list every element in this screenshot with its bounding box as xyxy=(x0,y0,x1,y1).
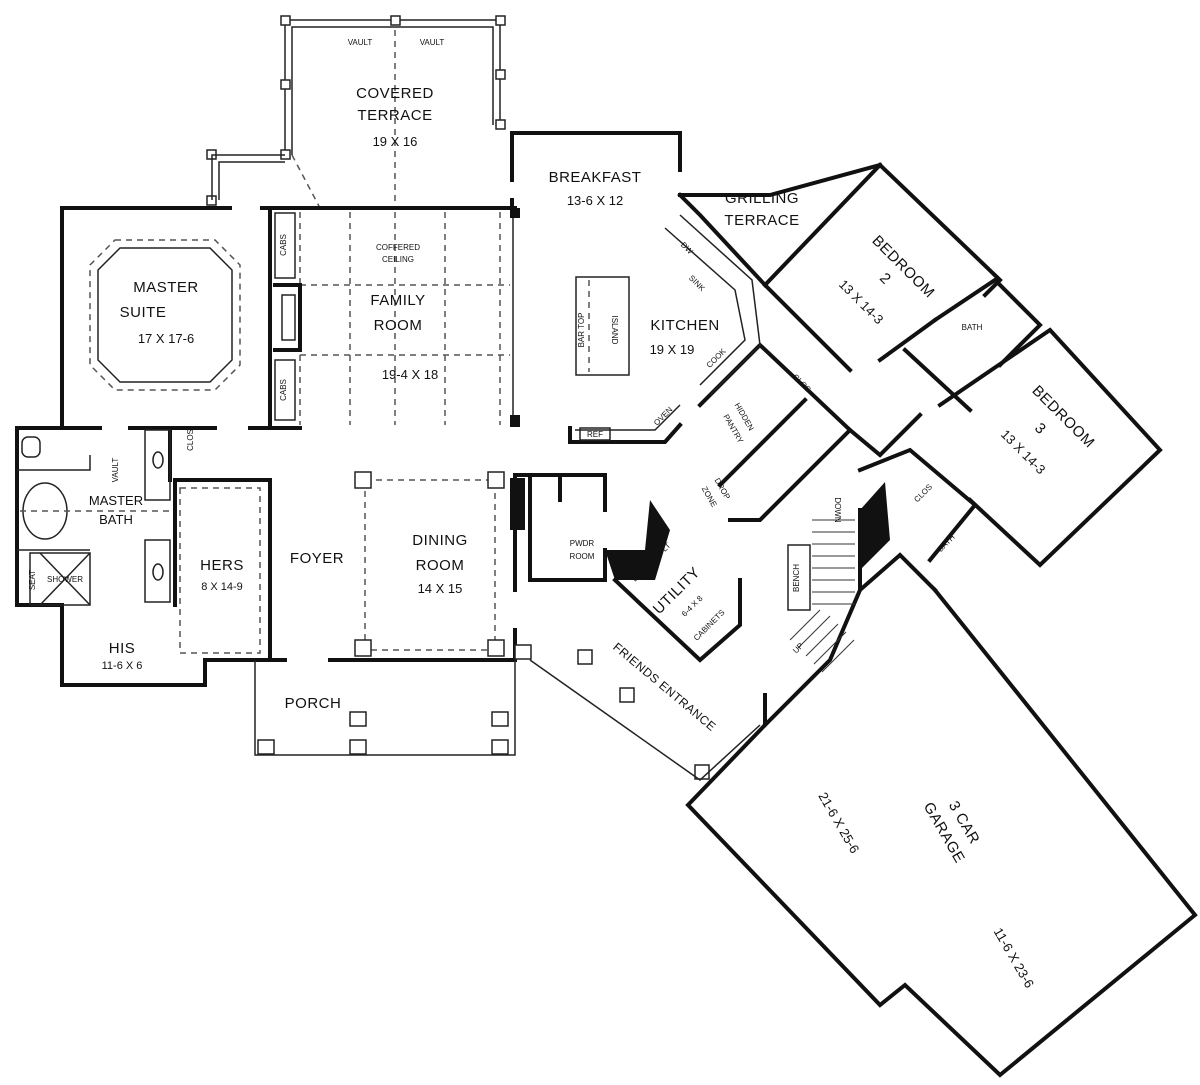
tray-ceiling xyxy=(89,239,241,391)
dining-room-label: DINING xyxy=(412,532,468,549)
utility-size: 6-4 X 8 xyxy=(680,594,705,619)
dining-room-size: 14 X 15 xyxy=(418,581,463,596)
dining-room-label: ROOM xyxy=(416,557,465,574)
his-size: 11-6 X 6 xyxy=(102,660,143,672)
bedroom3-label: BEDROOM xyxy=(1029,382,1098,451)
master-bath-label: MASTER xyxy=(89,493,143,508)
room-label: COVERED xyxy=(356,85,434,102)
bedroom2-label: 2 xyxy=(876,270,894,288)
porch-label: PORCH xyxy=(285,695,342,712)
hers-label: HERS xyxy=(200,557,244,574)
master-suite-size: 17 X 17-6 xyxy=(138,331,194,346)
vault-label: VAULT xyxy=(420,38,445,47)
room-size: 19 X 16 xyxy=(373,134,418,149)
master-bath-label: BATH xyxy=(99,512,133,527)
stairs: BENCH DOWN UP xyxy=(787,497,855,673)
vault-label: VAULT xyxy=(111,458,120,483)
cabs-label: CABS xyxy=(279,234,288,256)
bath-label: BATH xyxy=(962,323,983,332)
breakfast-size: 13-6 X 12 xyxy=(567,193,623,208)
ref-label: REF xyxy=(587,430,603,439)
seat-label: SEAT xyxy=(28,570,37,590)
vault-label: VAULT xyxy=(348,38,373,47)
oven-label: OVEN xyxy=(652,405,675,428)
closet-label: CLOS xyxy=(186,429,195,451)
powder-room-label: ROOM xyxy=(570,552,595,561)
bar-top-label: BAR TOP xyxy=(577,313,586,348)
friends-entrance-wall xyxy=(529,659,761,781)
coffered-ceiling: CABS CABS xyxy=(273,212,510,425)
stairs-down-label: DOWN xyxy=(833,497,842,523)
bedroom3-label: 3 xyxy=(1031,420,1049,438)
garage-size: 21-6 X 25-6 xyxy=(815,790,862,856)
sink-label: SINK xyxy=(687,273,707,293)
garage-size: 11-6 X 23-6 xyxy=(991,925,1037,990)
closet-label: CLOS xyxy=(791,372,813,394)
closet-label: CLOS xyxy=(912,482,934,504)
hers-size: 8 X 14-9 xyxy=(201,581,243,593)
dryer-label: D xyxy=(630,573,641,584)
bath-label: BATH xyxy=(936,533,957,554)
drop-zone-label: ZONE xyxy=(700,485,719,509)
shower-label: SHOWER xyxy=(47,575,83,584)
tray-ceiling xyxy=(97,247,233,383)
master-suite-label: SUITE xyxy=(120,304,167,321)
family-room-label: ROOM xyxy=(374,317,423,334)
his-label: HIS xyxy=(109,640,136,657)
friends-entrance-label: FRIENDS ENTRANCE xyxy=(610,640,719,734)
family-room-size: 19-4 X 18 xyxy=(382,367,438,382)
bedroom2-label: BEDROOM xyxy=(869,232,938,301)
ceiling-label: COFFERED xyxy=(376,243,420,252)
foyer-label: FOYER xyxy=(290,550,344,567)
family-room-label: FAMILY xyxy=(370,292,425,309)
kitchen-size: 19 X 19 xyxy=(650,342,695,357)
grilling-terrace-label: GRILLING xyxy=(725,190,799,207)
kitchen-label: KITCHEN xyxy=(650,317,719,334)
grilling-terrace-label: TERRACE xyxy=(724,212,799,229)
cook-label: COOK xyxy=(705,346,728,369)
utility-label: UTILITY xyxy=(650,564,704,618)
island-label: ISLAND xyxy=(610,316,619,345)
bench-label: BENCH xyxy=(792,564,801,592)
walls xyxy=(15,131,1198,1078)
cabs-label: CABS xyxy=(279,379,288,401)
room-label: TERRACE xyxy=(357,107,432,124)
cabinets-label: CABINETS xyxy=(692,608,727,643)
breakfast-label: BREAKFAST xyxy=(549,169,642,186)
ceiling-label: CEILING xyxy=(382,255,414,264)
master-suite-label: MASTER xyxy=(133,279,199,296)
covered-terrace: VAULT VAULT COVERED TERRACE 19 X 16 xyxy=(206,15,506,209)
powder-room-label: PWDR xyxy=(570,539,595,548)
